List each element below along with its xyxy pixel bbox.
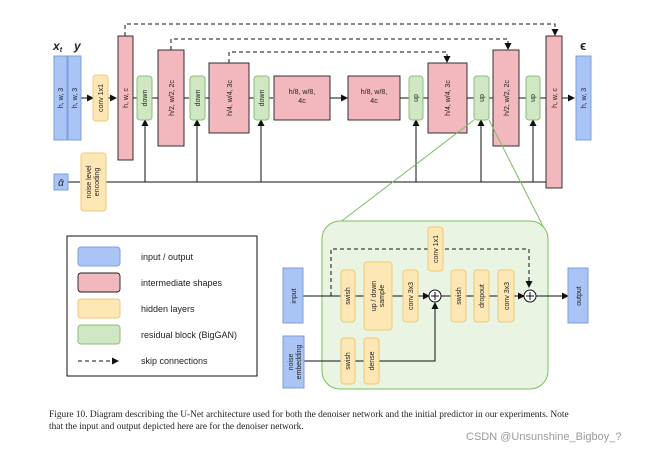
up-block-3: [525, 75, 541, 121]
legend-box: [66, 235, 258, 377]
res-conv-skip-label: conv 1x1: [433, 235, 440, 263]
shape-block-s5: [427, 62, 468, 134]
conv-in-block: [92, 74, 109, 122]
legend-swatch-hidden: [77, 298, 121, 319]
res-add-2-plus: [526, 292, 534, 300]
caption-line-1: Figure 10. Diagram describing the U-Net …: [49, 410, 569, 420]
skip-connection-3: [228, 51, 451, 63]
skip-connection-1: [124, 23, 559, 36]
res-swish-2: [450, 269, 467, 323]
shape-block-s0: [117, 35, 134, 161]
shape-s3-label: h/8, w/8,4c: [289, 89, 316, 105]
res-swish-2-label: swish: [456, 287, 463, 305]
res-noise-embedding-label: noiseembedding: [288, 345, 303, 380]
res-conv-2-label: conv 3x3: [504, 282, 511, 310]
res-output-label: output: [576, 286, 583, 306]
up-block-1: [408, 75, 424, 121]
res-dropout: [473, 269, 490, 323]
res-noise-embedding-block: [282, 335, 305, 389]
legend-swatch-io: [77, 246, 121, 267]
down-block-3: [253, 75, 270, 121]
output-block: [575, 55, 592, 141]
down-1-label: down: [142, 90, 149, 107]
down-block-1: [136, 75, 153, 121]
res-add-1-plus: [431, 292, 439, 300]
legend-label-io: input / output: [141, 252, 194, 262]
watermark: CSDN @Unsunshine_Bigboy_?: [466, 431, 622, 443]
shape-s7-label: h, w, c: [552, 88, 559, 108]
res-swish-1: [340, 269, 356, 323]
noise-level-block: [53, 173, 69, 191]
down-2-label: down: [195, 90, 202, 107]
noise-encoding-label: noise levelencoding: [86, 165, 101, 199]
down-3-label: down: [259, 90, 266, 107]
res-conv-2: [497, 269, 515, 323]
res-conv-1: [402, 269, 419, 323]
shape-s2-label: h/4, w/4, 3c: [227, 80, 234, 116]
shape-block-s6: [492, 49, 520, 147]
down-block-2: [189, 75, 206, 121]
shape-block-s3: [273, 75, 331, 121]
legend-label-skip: skip connections: [141, 356, 208, 366]
res-conv-1-label: conv 3x3: [408, 282, 415, 310]
input-block-x-label: h, w, 3: [58, 88, 65, 108]
input-block-y: [67, 55, 82, 141]
shape-block-s4: [347, 75, 401, 121]
res-updown-block: [363, 261, 393, 331]
shape-s4-label: h/8, w/8,4c: [361, 89, 388, 105]
noise-encoding-block: [80, 152, 107, 212]
noise-level-symbol: ᾱ: [58, 178, 64, 189]
res-swish-noise: [340, 337, 356, 385]
output-block-label: h, w, 3: [581, 88, 588, 108]
res-output-block: [567, 267, 589, 324]
res-updown-label: up / downsample: [371, 281, 386, 311]
up-1-label: up: [413, 94, 420, 102]
shape-block-s7: [545, 35, 563, 189]
res-swish-noise-label: swish: [345, 352, 352, 370]
up-2-label: up: [479, 94, 486, 102]
zoom-line-left: [321, 119, 475, 237]
res-skip-path: [330, 248, 533, 296]
input-symbol-y: y: [73, 39, 82, 53]
up-block-2: [473, 75, 490, 121]
figure-caption: Figure 10. Diagram describing the U-Net …: [49, 409, 644, 433]
res-dense: [363, 337, 380, 385]
shape-s0-label: h, w, c: [123, 88, 130, 108]
shape-s6-label: h/2, w/2, 2c: [504, 80, 511, 116]
zoom-line-right: [488, 119, 549, 237]
input-block-x: [53, 55, 68, 141]
legend-swatch-residual: [77, 324, 121, 345]
legend-label-hidden: hidden layers: [141, 304, 195, 314]
res-swish-1-label: swish: [345, 287, 352, 305]
shape-block-s1: [157, 49, 185, 147]
res-input-block: [282, 267, 304, 324]
shape-block-s2: [208, 62, 250, 134]
res-flow-noise-add: [379, 302, 439, 362]
conv-in-label: conv 1x1: [98, 84, 105, 112]
skip-connection-2: [170, 38, 512, 50]
legend-label-shapes: intermediate shapes: [141, 278, 223, 288]
input-block-y-label: h, w, 3: [72, 88, 79, 108]
res-conv-skip: [427, 226, 444, 272]
legend-swatch-shapes: [77, 272, 121, 293]
output-symbol-epsilon: ϵ: [580, 38, 586, 53]
res-input-label: input: [291, 288, 298, 303]
res-dense-label: dense: [369, 351, 376, 370]
up-3-label: up: [530, 94, 537, 102]
res-dropout-label: dropout: [479, 284, 486, 308]
input-symbol-x: xt: [52, 39, 63, 54]
shape-s1-label: h/2, w/2, 2c: [169, 80, 176, 116]
caption-line-2: that the input and output depicted here …: [49, 422, 304, 432]
legend-label-residual: residual block (BigGAN): [141, 330, 237, 340]
shape-s5-label: h/4, w/4, 3c: [445, 80, 452, 116]
